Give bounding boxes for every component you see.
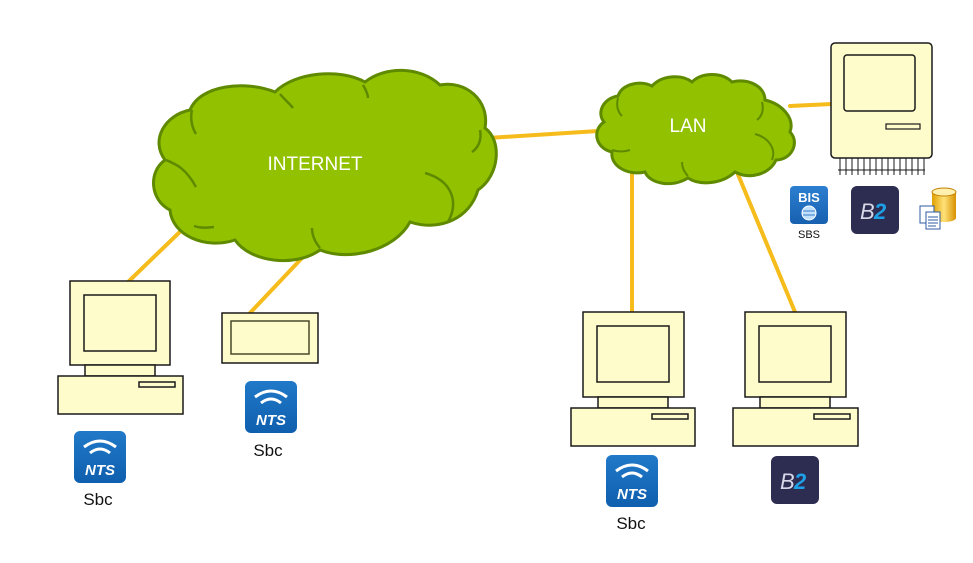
database-documents-icon[interactable] [918,186,960,239]
svg-text:B: B [860,199,875,224]
nts-icon[interactable]: NTS [606,455,658,507]
nts-wifi-icon: NTS [83,439,117,479]
svg-text:NTS: NTS [617,486,647,503]
svg-text:NTS: NTS [85,462,115,479]
links [126,102,834,315]
thin-client-2[interactable] [221,312,319,364]
desktop-pc-lan-client-1[interactable] [570,311,696,447]
lan-client-1-caption: Sbc [616,514,646,533]
server[interactable] [830,42,933,175]
nts-wifi-icon: NTS [615,463,649,503]
server-connector-pins [838,158,925,175]
link-internet-client1 [126,224,188,284]
link-internet-lan [486,129,600,140]
client-2-caption: Sbc [253,441,283,460]
b2-logo: B 2 [860,199,887,224]
internet-cloud: INTERNET [152,68,498,263]
bis-logo: BIS [798,190,820,221]
bis-icon[interactable]: BIS [790,186,828,224]
database-icon [919,187,957,230]
link-lan-server [788,102,834,108]
svg-text:BIS: BIS [798,190,820,205]
client-1-caption: Sbc [83,490,113,509]
nts-wifi-icon: NTS [254,389,288,429]
nts-icon[interactable]: NTS [74,431,126,483]
desktop-pc-client-1[interactable] [57,280,184,415]
internet-label: INTERNET [268,154,363,175]
bis-caption: SBS [797,229,820,241]
b2-icon[interactable]: B 2 [851,186,899,234]
nts-icon[interactable]: NTS [245,381,297,433]
svg-text:NTS: NTS [256,412,286,429]
svg-text:2: 2 [793,469,807,494]
svg-text:B: B [780,469,795,494]
b2-logo: B 2 [780,469,807,494]
desktop-pc-lan-client-2[interactable] [732,311,859,447]
lan-cloud: LAN [595,73,796,186]
link-internet-client2 [248,256,304,315]
link-lan-client2 [735,170,797,314]
b2-icon[interactable]: B 2 [771,456,819,504]
svg-text:2: 2 [873,199,887,224]
lan-label: LAN [670,116,707,137]
